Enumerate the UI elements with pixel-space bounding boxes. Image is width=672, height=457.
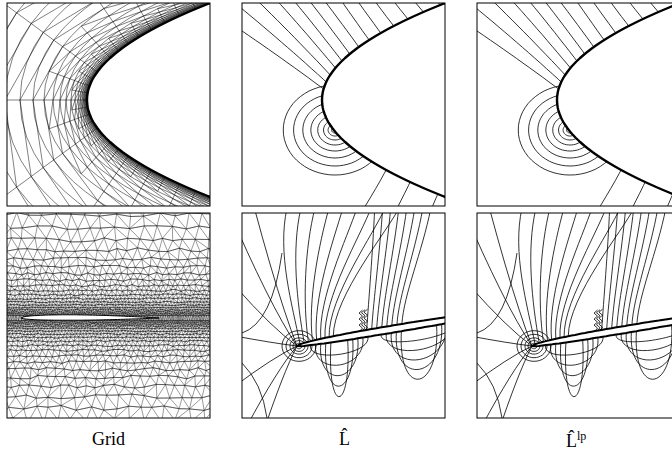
contours-airfoil (242, 213, 445, 418)
panel-frame (242, 213, 445, 418)
panel-frame (477, 3, 672, 206)
panel-frame (7, 3, 210, 206)
contour-lines (242, 213, 445, 418)
mesh-lines (7, 213, 210, 418)
grid-leading-edge (7, 3, 210, 206)
airfoil-shape (532, 314, 672, 346)
contours-leading-edge (242, 3, 445, 206)
panel-frame (477, 213, 672, 418)
body-shape (322, 3, 445, 206)
body-shape (87, 3, 210, 206)
caption-text: L̂ (339, 429, 350, 449)
wake-lines (439, 314, 445, 318)
airfoil-shape (21, 315, 159, 320)
body-outline (87, 3, 210, 206)
contour-lines (477, 213, 672, 418)
panel-frame (242, 3, 445, 206)
contours-leading-edge (477, 3, 672, 206)
panel-caption: L̂ (339, 430, 350, 448)
body-shape (557, 3, 672, 206)
body-outline (557, 3, 672, 206)
caption-text: Grid (92, 429, 125, 449)
caption-text: L̂ (566, 431, 577, 451)
panel-caption: Grid (92, 430, 125, 448)
airfoil-shape (297, 314, 445, 346)
panel-caption: L̂lp (566, 430, 586, 450)
body-outline (322, 3, 445, 206)
caption-superscript: lp (577, 429, 586, 443)
mesh-lines (7, 3, 210, 206)
grid-airfoil (7, 213, 210, 418)
contours-airfoil (477, 213, 672, 418)
panel-frame (7, 213, 210, 418)
